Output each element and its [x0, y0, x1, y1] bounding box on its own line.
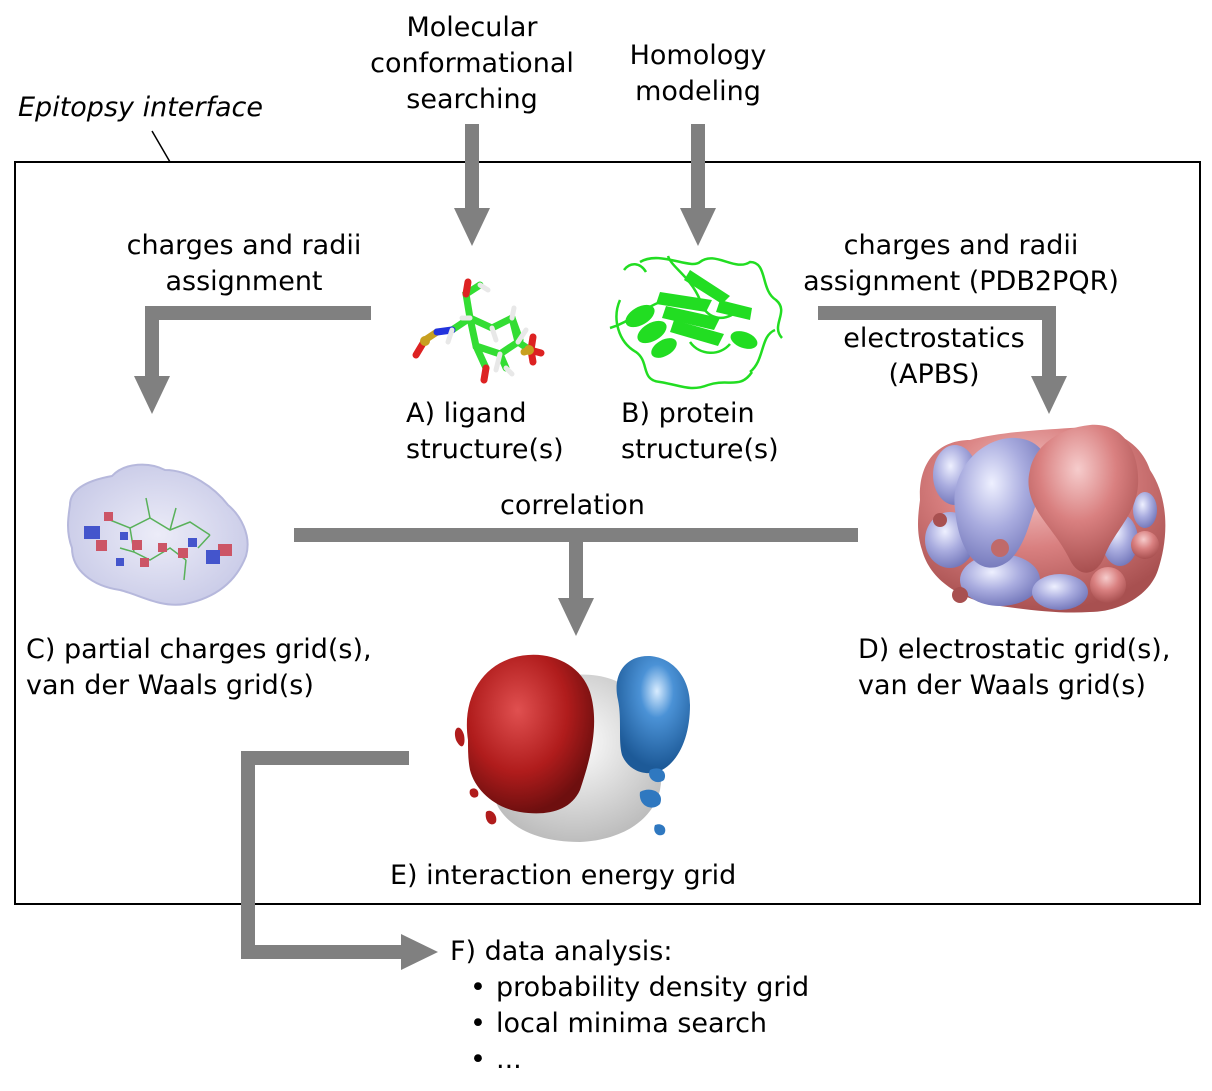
right-assignment-label: charges and radii assignment (PDB2PQR) [786, 228, 1136, 300]
grid-c-line-2: van der Waals grid(s) [26, 670, 314, 701]
flow-arrows [134, 124, 1067, 970]
protein-helix-group [625, 270, 758, 358]
conformational-line-2: conformational [370, 48, 574, 79]
data-analysis-block: F) data analysis: probability density gr… [450, 934, 809, 1078]
right-assignment-line-2: assignment (PDB2PQR) [803, 266, 1119, 297]
ligand-molecule-icon [412, 278, 545, 384]
electrostatics-label: electrostatics (APBS) [828, 321, 1040, 393]
protein-caption-line-2: structure(s) [621, 434, 779, 465]
protein-caption: B) protein structure(s) [621, 396, 779, 468]
left-assignment-line-2: assignment [165, 266, 323, 297]
ligand-caption: A) ligand structure(s) [406, 396, 564, 468]
right-assignment-line-1: charges and radii [843, 230, 1079, 261]
grid-c-line-1: C) partial charges grid(s), [26, 634, 372, 665]
interface-box [14, 161, 1201, 905]
analysis-item: probability density grid [470, 970, 809, 1006]
analysis-item: local minima search [470, 1006, 809, 1042]
left-assignment-label: charges and radii assignment [112, 228, 376, 300]
data-analysis-list: probability density grid local minima se… [470, 970, 809, 1078]
homology-line-2: modeling [635, 76, 761, 107]
interaction-energy-grid-icon [454, 654, 690, 842]
interface-label: Epitopsy interface [18, 92, 263, 123]
electrostatics-line-1: electrostatics [843, 323, 1025, 354]
protein-caption-line-1: B) protein [621, 398, 755, 429]
grid-d-line-2: van der Waals grid(s) [858, 670, 1146, 701]
partial-charges-grid-icon [67, 463, 249, 606]
interface-pointer [151, 130, 171, 163]
ligand-caption-line-2: structure(s) [406, 434, 564, 465]
electrostatic-grid-icon [918, 424, 1166, 613]
analysis-item: ... [470, 1042, 809, 1078]
grid-e-caption: E) interaction energy grid [390, 860, 737, 891]
grid-d-line-1: D) electrostatic grid(s), [858, 634, 1171, 665]
electrostatics-line-2: (APBS) [888, 359, 980, 390]
left-assignment-line-1: charges and radii [126, 230, 362, 261]
conformational-line-1: Molecular [406, 12, 538, 43]
conformational-line-3: searching [406, 84, 538, 115]
conformational-searching-label: Molecular conformational searching [362, 10, 582, 118]
ligand-caption-line-1: A) ligand [406, 398, 527, 429]
homology-line-1: Homology [629, 40, 767, 71]
grid-c-caption: C) partial charges grid(s), van der Waal… [26, 632, 372, 704]
data-analysis-title: F) data analysis: [450, 936, 673, 967]
homology-modeling-label: Homology modeling [610, 38, 786, 110]
correlation-label: correlation [500, 490, 645, 521]
grid-d-caption: D) electrostatic grid(s), van der Waals … [858, 632, 1170, 704]
